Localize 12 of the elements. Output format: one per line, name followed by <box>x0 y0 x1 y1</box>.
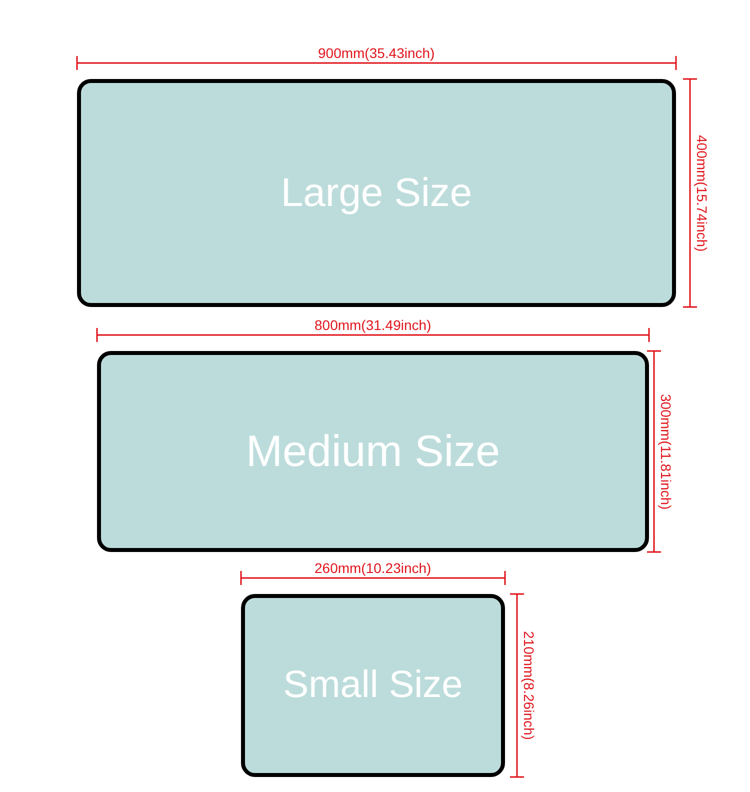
size-panel <box>97 351 649 552</box>
size-name: Large Size <box>280 170 472 216</box>
size-panel <box>77 79 676 307</box>
size-name: Small Size <box>283 664 463 707</box>
dimension-label: 210mm(8.26inch) <box>521 631 537 740</box>
dimension-label: 900mm(35.43inch) <box>318 45 435 61</box>
dimension-label: 300mm(11.81inch) <box>658 394 674 510</box>
size-name: Medium Size <box>246 426 500 476</box>
size-panel <box>241 594 505 777</box>
dimension-label: 260mm(10.23inch) <box>314 560 432 576</box>
dimension-label: 400mm(15.74inch) <box>694 134 710 252</box>
dimension-label: 800mm(31.49inch) <box>314 317 432 333</box>
